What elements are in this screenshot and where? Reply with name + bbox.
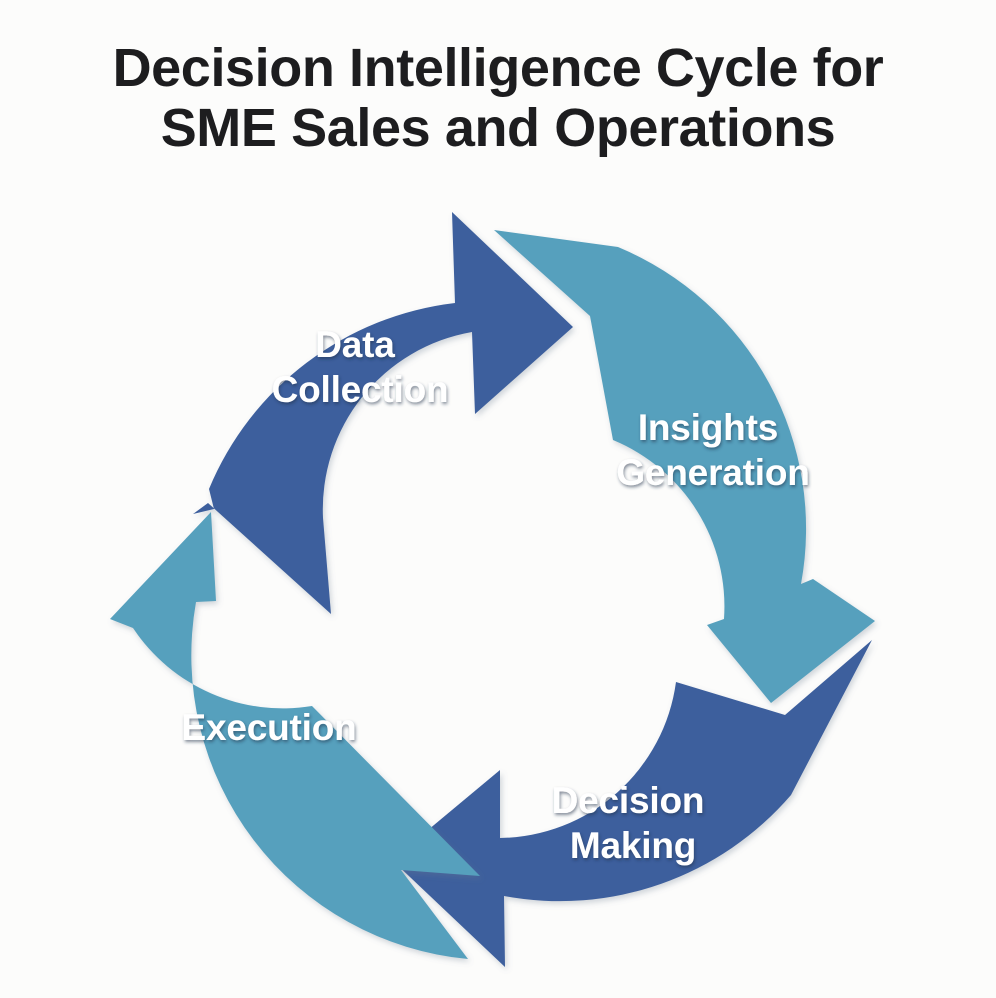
segment-data-collection[interactable] <box>193 212 573 614</box>
label-data-collection-line1: Data <box>315 324 395 365</box>
label-decision-making: Decision Making <box>552 780 715 866</box>
label-insights-generation: Insights Generation <box>616 407 809 493</box>
label-decision-making-line2: Making <box>570 825 696 866</box>
label-execution-line1: Execution <box>181 707 356 748</box>
label-insights-generation-line2: Generation <box>616 452 809 493</box>
segment-execution-arrow[interactable] <box>110 512 480 959</box>
label-execution: Execution <box>181 707 356 748</box>
label-data-collection-line2: Collection <box>272 369 449 410</box>
segment-labels: Data Collection Insights Generation Deci… <box>181 324 809 866</box>
page-title: Decision Intelligence Cycle for SME Sale… <box>0 38 996 159</box>
segment-insights-generation-arrow[interactable] <box>494 230 875 703</box>
label-decision-making-line1: Decision <box>552 780 705 821</box>
segment-decision-making[interactable] <box>392 640 872 967</box>
segment-data-collection-arrow[interactable] <box>193 212 573 614</box>
label-insights-generation-line1: Insights <box>638 407 778 448</box>
segment-execution[interactable] <box>110 512 480 959</box>
title-line-1: Decision Intelligence Cycle for <box>112 38 884 98</box>
segment-insights-generation[interactable] <box>494 230 875 703</box>
segment-decision-making-arrow[interactable] <box>392 640 872 967</box>
title-line-2: SME Sales and Operations <box>160 98 836 159</box>
label-data-collection: Data Collection <box>272 324 449 410</box>
